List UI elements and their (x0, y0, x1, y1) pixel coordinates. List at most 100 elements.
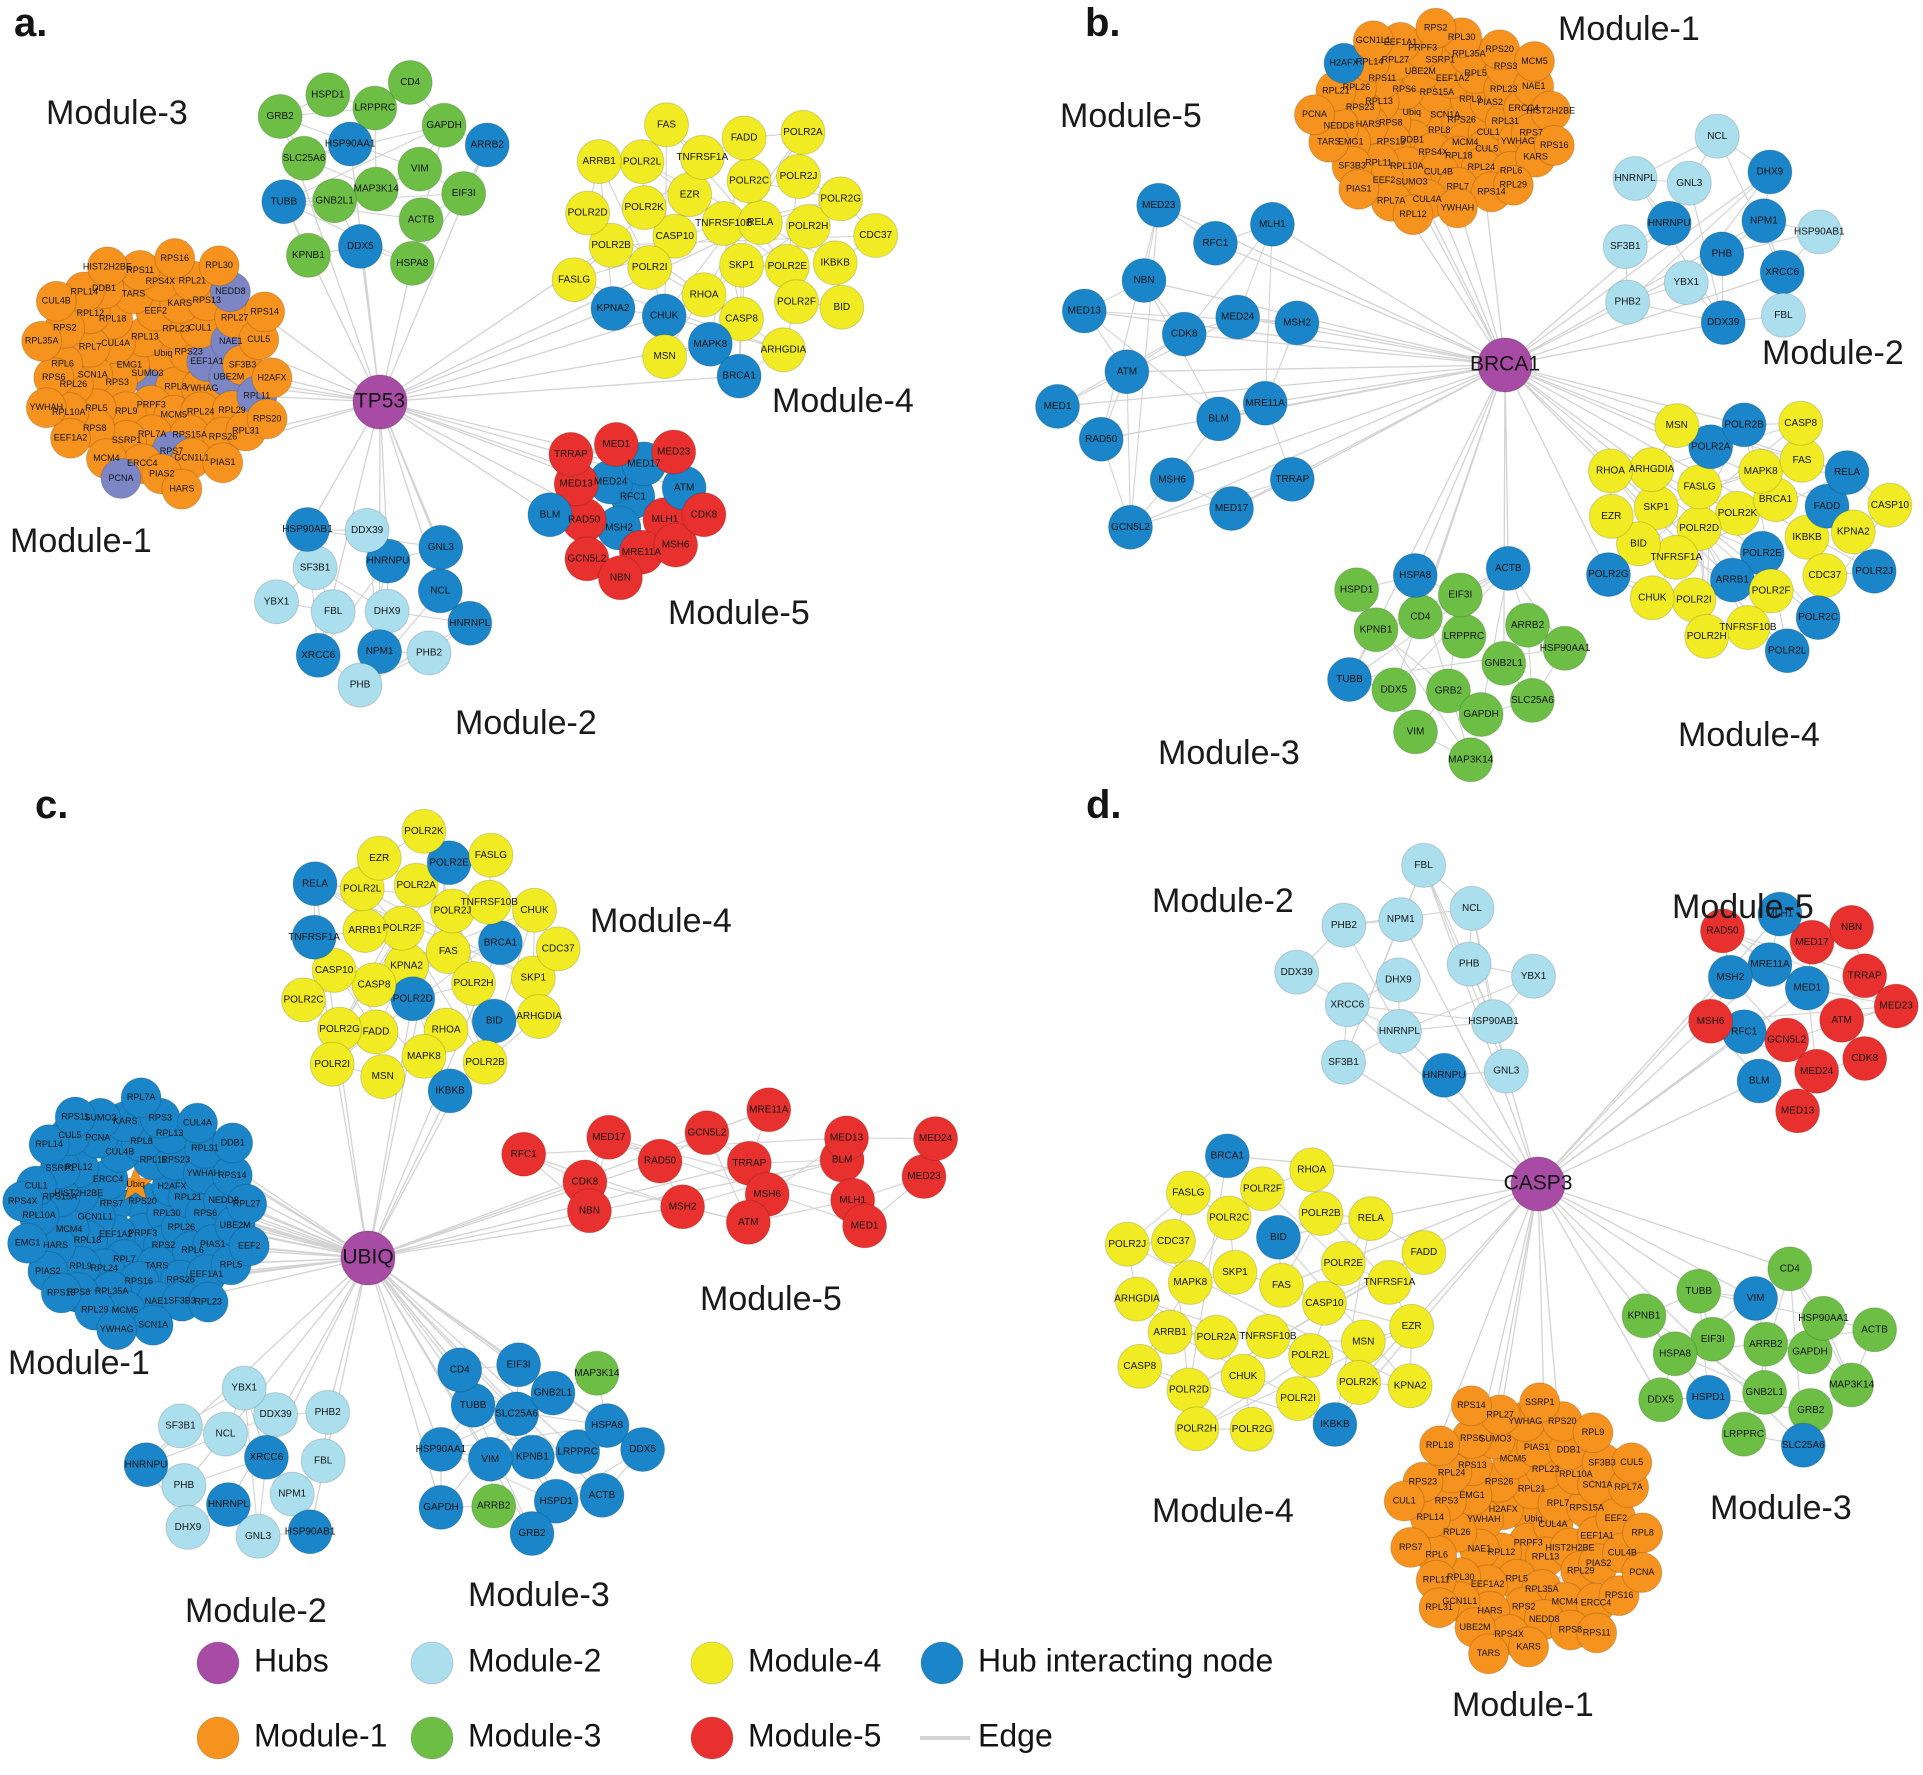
node (1796, 209, 1842, 255)
node (501, 1131, 547, 1177)
node (719, 296, 764, 342)
node (203, 1411, 248, 1457)
node (1481, 640, 1527, 686)
node (1509, 677, 1555, 723)
node (1334, 567, 1380, 613)
panel-c: c.KPNA2FASPOLR2DPOLR2FPOLR2HCASP8POLR2JR… (2, 783, 959, 1630)
hub-spokes-module4 (1188, 1155, 1539, 1425)
node (1458, 692, 1504, 737)
module-label-module2: Module-2 (455, 704, 597, 742)
node (687, 321, 733, 367)
module-label-module4: Module-4 (772, 382, 914, 420)
node (780, 109, 826, 155)
node (1336, 1360, 1382, 1405)
legend-swatch-interacting (920, 1641, 964, 1685)
node (1621, 1552, 1663, 1593)
node (1378, 897, 1424, 943)
node (1492, 164, 1534, 206)
panel-letter-c: c. (35, 783, 68, 827)
node (1147, 1309, 1193, 1355)
node (351, 962, 397, 1008)
node (364, 588, 410, 634)
node (548, 431, 594, 477)
node (1274, 300, 1320, 346)
node (1775, 1088, 1821, 1134)
node (1819, 997, 1865, 1043)
node (1212, 1249, 1258, 1295)
module-label-module5: Module-5 (668, 594, 810, 632)
hub-node-TP53 (352, 374, 408, 430)
node (1572, 1412, 1614, 1454)
node (205, 1482, 251, 1528)
node (285, 507, 330, 552)
node (1229, 1406, 1275, 1452)
node (760, 327, 806, 373)
node (337, 223, 383, 269)
node (679, 134, 725, 180)
node (291, 914, 337, 960)
hub-node-CASP3 (1510, 1156, 1566, 1212)
legend-label: Module-2 (468, 1642, 601, 1678)
node (1622, 1512, 1664, 1554)
node (257, 94, 303, 139)
node (913, 1116, 959, 1162)
node (716, 353, 762, 399)
hub-label: UBIQ (342, 1246, 393, 1269)
node (464, 122, 510, 168)
node (1104, 1221, 1150, 1267)
node (509, 1434, 555, 1480)
node (620, 1427, 666, 1472)
node (1136, 182, 1182, 228)
node (123, 1442, 169, 1488)
node (1842, 953, 1888, 999)
node (1576, 1612, 1618, 1654)
hub-node-UBIQ (340, 1230, 396, 1286)
node (1721, 1411, 1767, 1457)
node (1852, 1307, 1898, 1353)
node (681, 492, 727, 538)
node (842, 1203, 888, 1249)
node (1255, 1214, 1301, 1260)
node (25, 387, 67, 429)
node (310, 589, 356, 635)
node (281, 135, 327, 181)
node (1448, 737, 1494, 783)
module-label-module1: Module-1 (1558, 10, 1700, 48)
node (1743, 1321, 1789, 1367)
hub-label: BRCA1 (1470, 353, 1540, 376)
node (1778, 400, 1824, 446)
node (1449, 885, 1495, 931)
node (1801, 1295, 1846, 1341)
node (619, 139, 665, 185)
nodes-layer (2, 808, 959, 1559)
node (198, 245, 240, 287)
node (1294, 94, 1335, 136)
node (1542, 625, 1588, 671)
node (1301, 1280, 1347, 1326)
node (389, 240, 435, 286)
panel-d: d.DHX9PHBHNRNPLNPM1HSP90AB1XRCC6NCLHNRNP… (1086, 783, 1919, 1724)
node (1149, 457, 1195, 503)
node (1747, 942, 1793, 988)
module-label-module5: Module-5 (1672, 888, 1814, 926)
node (574, 1350, 620, 1396)
node (1312, 1402, 1358, 1447)
node (327, 121, 373, 167)
node (212, 1122, 254, 1164)
node (1269, 456, 1315, 502)
node (1436, 187, 1478, 229)
node (1061, 288, 1107, 334)
node (535, 926, 581, 972)
node (441, 171, 487, 216)
legend-label: Module-5 (748, 1717, 881, 1753)
node (1508, 1626, 1550, 1668)
node (1530, 90, 1572, 132)
node (644, 102, 689, 148)
hub-spokes-module3 (279, 116, 488, 403)
node (251, 357, 293, 399)
legend-swatch-module3 (410, 1716, 454, 1760)
node (1611, 1442, 1653, 1484)
node (533, 1478, 579, 1524)
